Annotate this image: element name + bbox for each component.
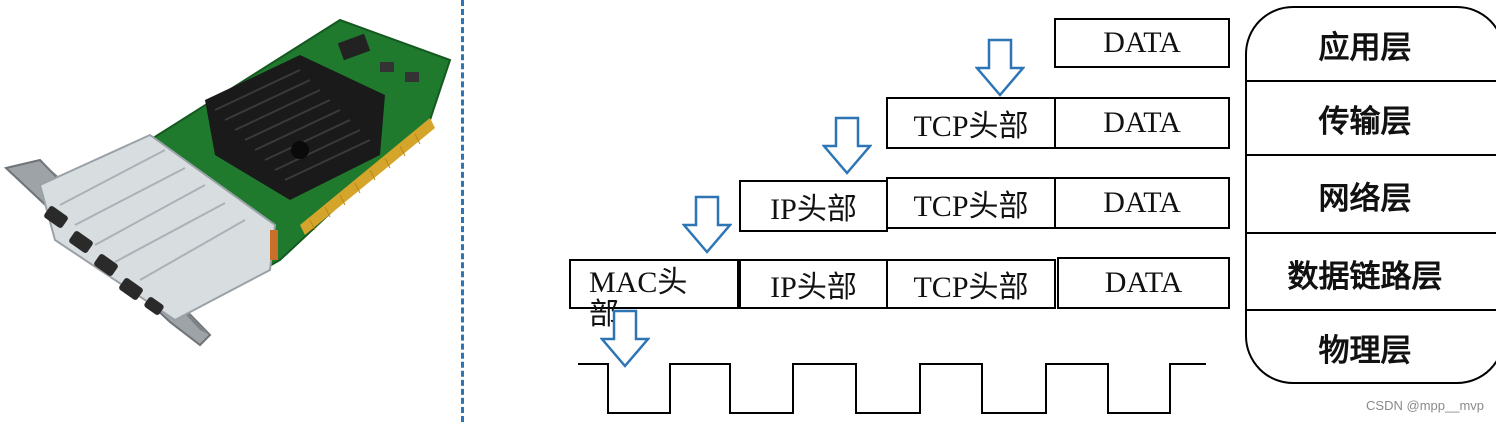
dashed-divider: [461, 0, 464, 422]
data-cell: DATA: [1054, 97, 1230, 149]
tcp-header-cell: TCP头部: [886, 259, 1056, 309]
square-wave-signal: [578, 363, 1206, 414]
layer-physical: 物理层: [1318, 332, 1412, 369]
down-arrow-icon: [822, 116, 872, 175]
layer-application: 应用层: [1318, 29, 1412, 66]
network-card-image: [0, 0, 460, 422]
osi-layer-stack: 应用层 传输层 网络层 数据链路层 物理层: [1245, 6, 1496, 384]
data-cell: DATA: [1057, 257, 1230, 309]
tcp-header-cell: TCP头部: [886, 177, 1056, 229]
down-arrow-icon: [682, 195, 732, 254]
data-cell: DATA: [1054, 18, 1230, 68]
layer-transport: 传输层: [1318, 103, 1412, 140]
watermark: CSDN @mpp__mvp: [1366, 398, 1484, 413]
layer-network: 网络层: [1318, 180, 1412, 217]
tcp-header-cell: TCP头部: [886, 97, 1056, 149]
down-arrow-icon: [600, 309, 650, 368]
ip-header-cell: IP头部: [739, 180, 888, 232]
ip-header-cell: IP头部: [739, 259, 888, 309]
mac-header-cell: MAC头部: [569, 259, 739, 331]
layer-data-link: 数据链路层: [1287, 258, 1443, 295]
down-arrow-icon: [975, 38, 1025, 97]
data-cell: DATA: [1054, 177, 1230, 229]
